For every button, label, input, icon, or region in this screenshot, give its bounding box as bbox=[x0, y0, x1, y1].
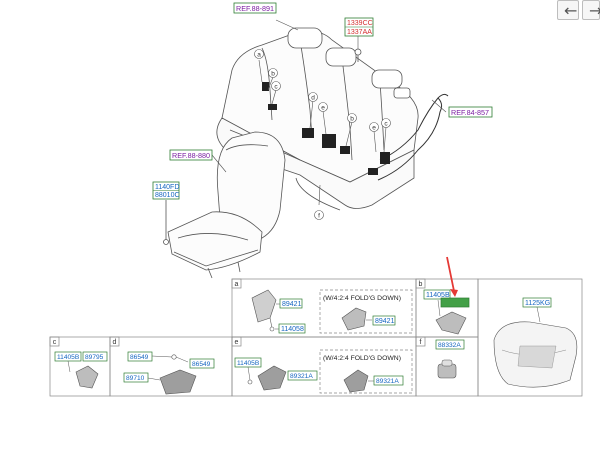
panel-e: 11405B 89321A (W/4:2:4 FOLD'G DOWN) 8932… bbox=[234, 355, 404, 393]
panel-a: 89421 114058 (W/4:2:4 FOLD'G DOWN) 89421 bbox=[251, 289, 401, 334]
callout-b-2[interactable]: b bbox=[350, 116, 354, 123]
callout-f[interactable]: f bbox=[318, 213, 320, 220]
red-arrowhead-icon bbox=[450, 289, 458, 297]
back-arrow-button[interactable]: ← bbox=[557, 0, 579, 20]
ref-label-top[interactable]: REF.88-891 bbox=[236, 4, 274, 13]
panel-e-foldg-part-89321a[interactable]: 89321A bbox=[376, 378, 399, 385]
panel-d-part-86549-right[interactable]: 86549 bbox=[192, 361, 211, 368]
callout-a[interactable]: a bbox=[257, 52, 261, 59]
callout-b-1[interactable]: b bbox=[271, 71, 275, 78]
callout-d[interactable]: d bbox=[311, 95, 315, 102]
panel-a-foldg-part-89421[interactable]: 89421 bbox=[375, 318, 395, 325]
panel-f-part-88332a[interactable]: 88332A bbox=[438, 342, 461, 349]
callout-c-2[interactable]: c bbox=[384, 121, 388, 128]
leader-lines bbox=[211, 19, 447, 206]
panel-d: 86549 86549 89710 bbox=[123, 351, 215, 395]
panel-b: 11405B bbox=[423, 256, 470, 335]
callout-e-2[interactable]: e bbox=[372, 125, 376, 132]
panel-cushion: 1125KG bbox=[493, 297, 578, 388]
highlighted-part-label[interactable] bbox=[440, 297, 470, 308]
panel-a-part-89421[interactable]: 89421 bbox=[282, 301, 302, 308]
ref-labels: REF.88-891 REF.84-857 REF.88-880 bbox=[169, 2, 493, 161]
panel-f: 88332A bbox=[435, 339, 465, 379]
panel-e-note: (W/4:2:4 FOLD'G DOWN) bbox=[323, 355, 401, 362]
panel-a-part-114058[interactable]: 114058 bbox=[281, 326, 304, 333]
panel-d-part-89710[interactable]: 89710 bbox=[126, 375, 145, 382]
ref-label-right[interactable]: REF.84-857 bbox=[451, 108, 489, 117]
callout-e-1[interactable]: e bbox=[321, 105, 325, 112]
ref-label-left[interactable]: REF.88-880 bbox=[172, 151, 210, 160]
part-label-bolt-lower[interactable]: 1337AA bbox=[347, 29, 372, 36]
red-arrow-icon bbox=[446, 256, 455, 292]
panel-letter-e: e bbox=[235, 339, 239, 346]
panel-letter-a: a bbox=[235, 281, 239, 288]
panel-e-part-89321a[interactable]: 89321A bbox=[290, 373, 313, 380]
callout-letters bbox=[254, 49, 391, 220]
part-label-clip-lower[interactable]: 88010C bbox=[155, 192, 180, 199]
detail-panel-grid bbox=[49, 278, 583, 397]
panel-b-part-11405b[interactable]: 11405B bbox=[426, 292, 450, 299]
part-label-clip-upper[interactable]: 1140FD bbox=[155, 184, 179, 191]
main-part-labels: 1339CC 1337AA 1140FD 88010C bbox=[152, 17, 374, 200]
panel-letter-b: b bbox=[419, 281, 423, 288]
panel-a-note: (W/4:2:4 FOLD'G DOWN) bbox=[323, 295, 401, 302]
panel-letter-d: d bbox=[113, 339, 117, 346]
panel-letter-f: f bbox=[420, 339, 422, 346]
panel-c: 11405B 89795 bbox=[54, 351, 108, 389]
arrow-left-icon: ← bbox=[564, 1, 578, 20]
panel-c-part-11405b[interactable]: 11405B bbox=[57, 354, 80, 361]
panel-letter-c: c bbox=[53, 339, 57, 346]
panel-e-part-11405b[interactable]: 11405B bbox=[237, 360, 260, 367]
part-label-bolt-upper[interactable]: 1339CC bbox=[347, 20, 373, 27]
arrow-right-icon: → bbox=[589, 1, 600, 20]
panel-c-part-89795[interactable]: 89795 bbox=[85, 354, 104, 361]
callout-c-1[interactable]: c bbox=[274, 84, 278, 91]
cushion-part-1125kg[interactable]: 1125KG bbox=[525, 300, 550, 307]
panel-d-part-86549-left[interactable]: 86549 bbox=[130, 354, 149, 361]
